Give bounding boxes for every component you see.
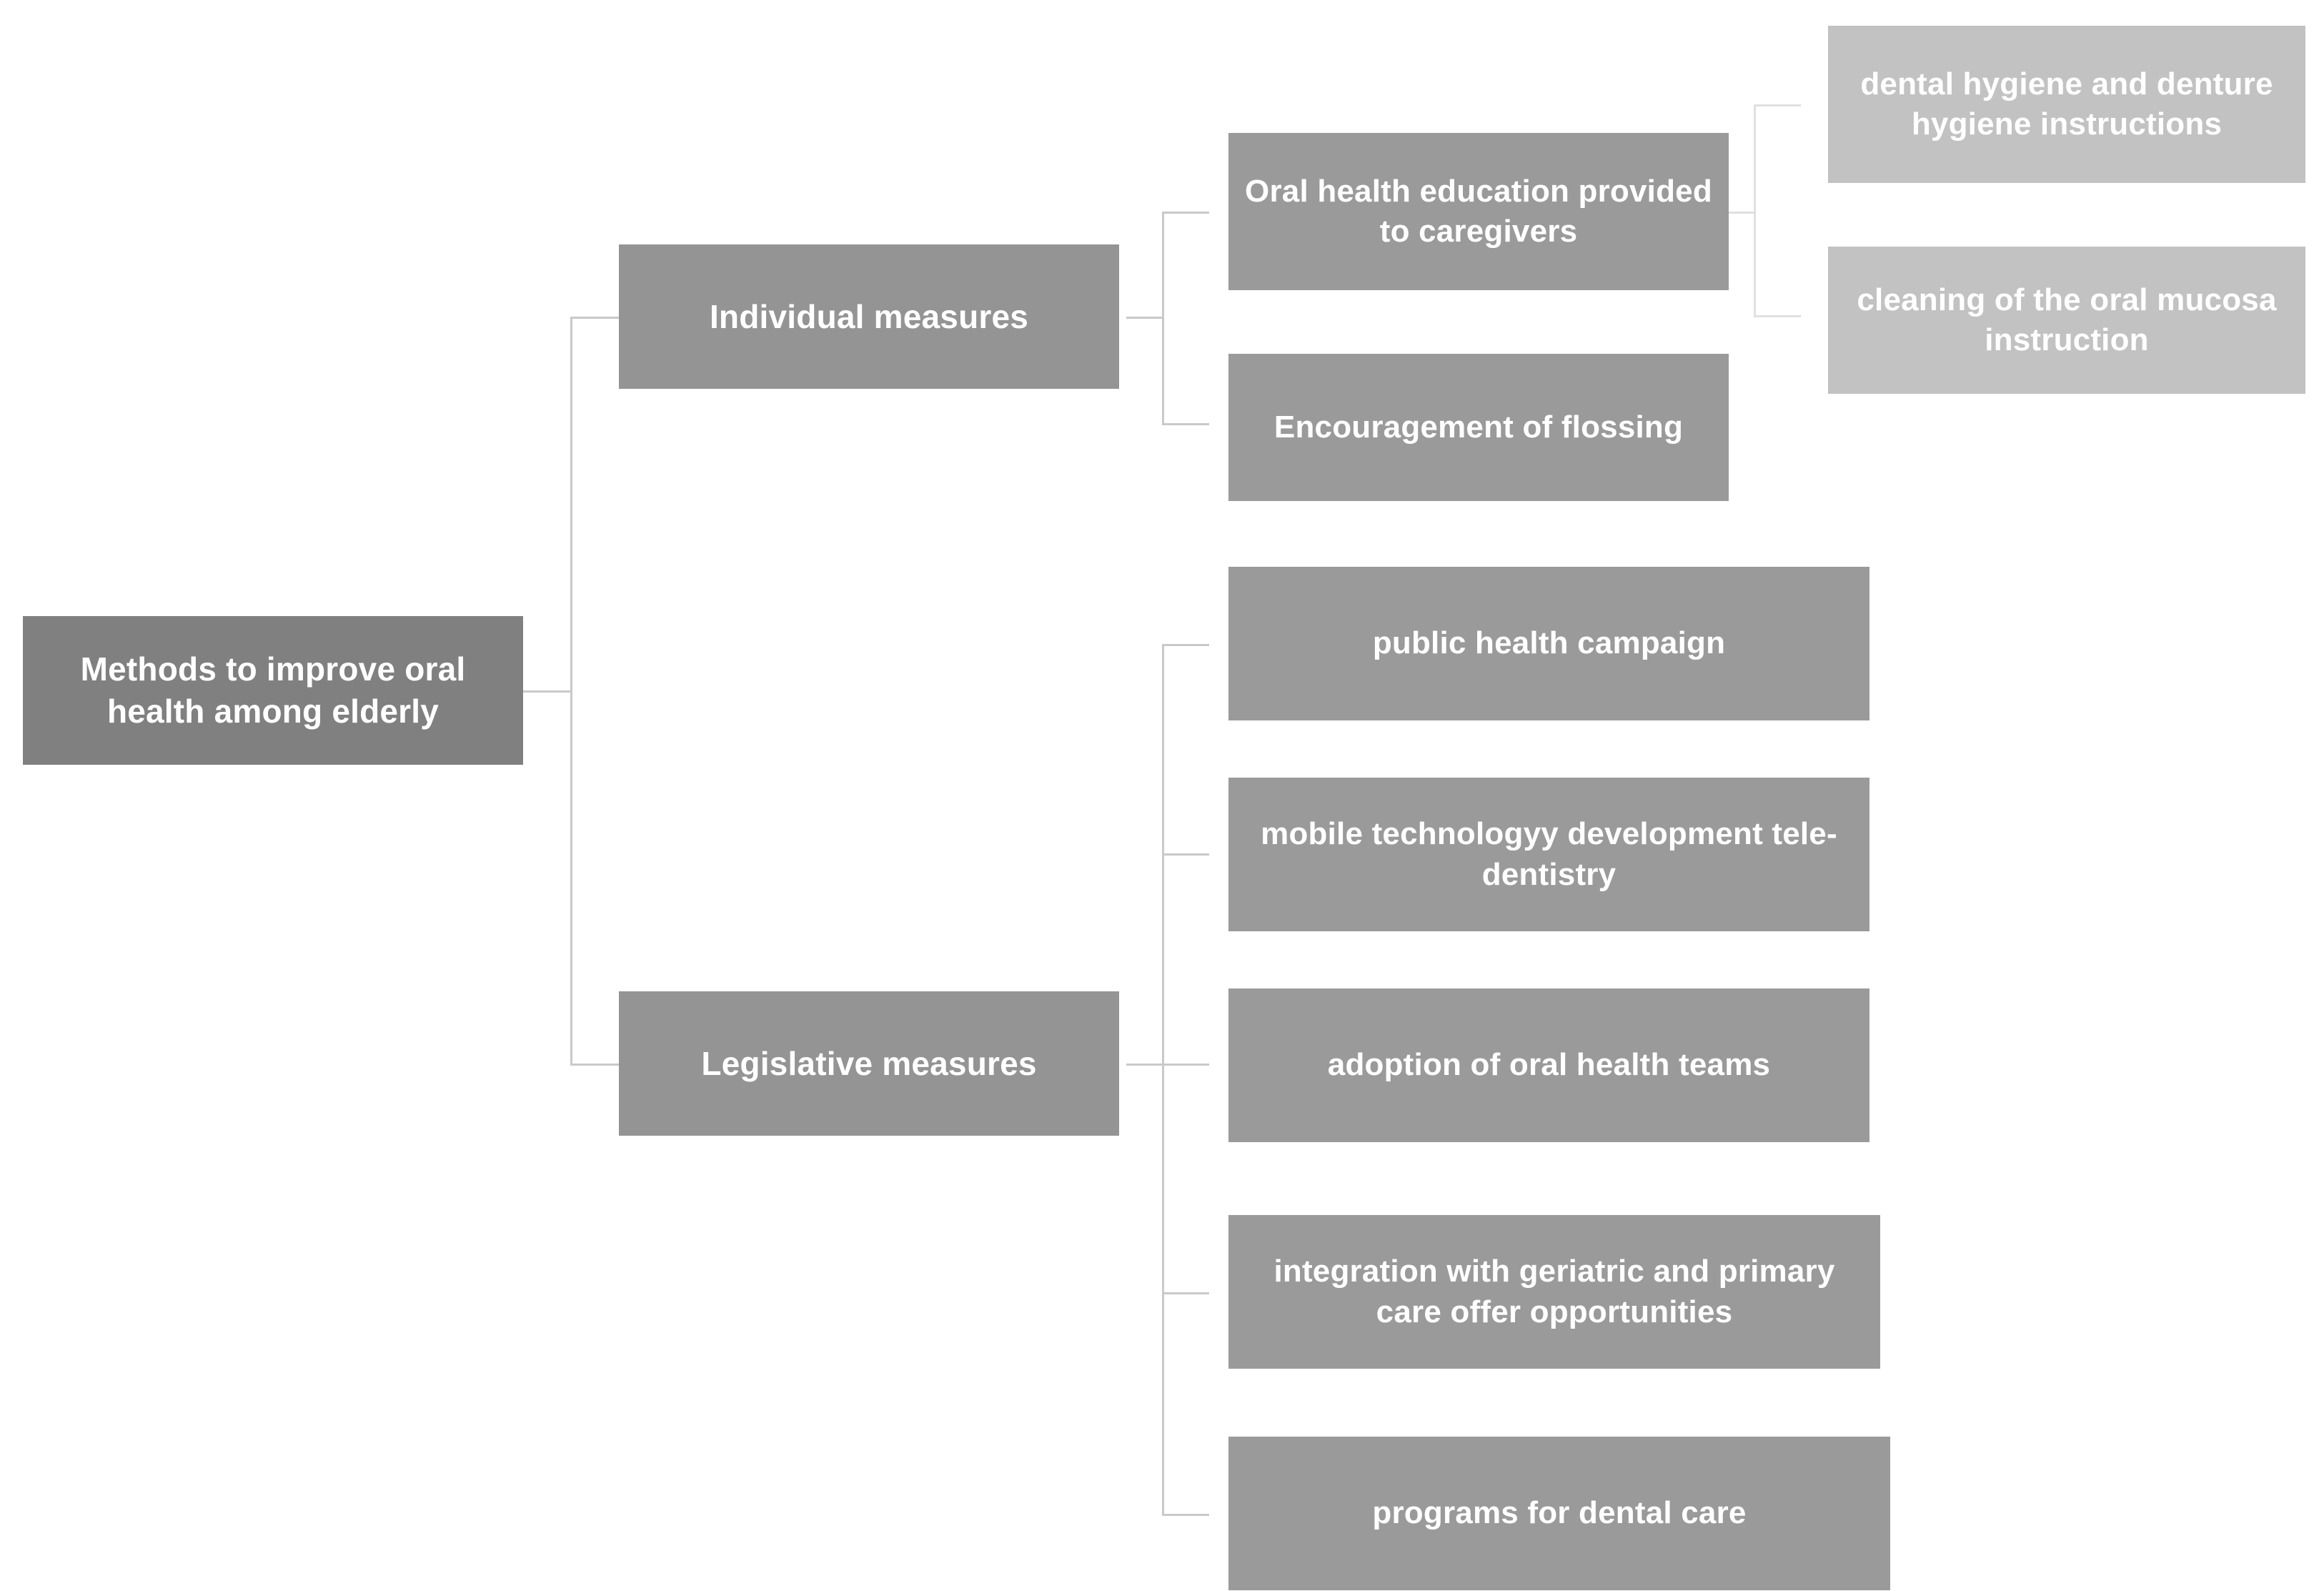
connector-education-to-mucosa (1754, 315, 1801, 317)
node-dental-hygiene-instructions-label: dental hygiene and denture hygiene instr… (1860, 66, 2273, 142)
node-adoption-oral-health-teams-label: adoption of oral health teams (1327, 1047, 1771, 1083)
connector-legislative-to-teams (1162, 1064, 1209, 1066)
connector-root-trunk (570, 317, 572, 1066)
connector-root-to-legislative (570, 1064, 619, 1066)
node-oral-mucosa-instruction-label: cleaning of the oral mucosa instruction (1857, 282, 2277, 357)
node-programs-dental-care[interactable]: programs for dental care (1228, 1437, 1890, 1590)
connector-individual-trunk (1162, 212, 1164, 425)
connector-legislative-to-mobile (1162, 853, 1209, 856)
node-programs-dental-care-label: programs for dental care (1372, 1495, 1747, 1531)
connector-legislative-to-campaign (1162, 644, 1209, 646)
node-integration-geriatric-primary-care-label: integration with geriatric and primary c… (1273, 1254, 1835, 1329)
connector-individual-to-flossing (1162, 423, 1209, 425)
node-dental-hygiene-instructions[interactable]: dental hygiene and denture hygiene instr… (1828, 26, 2305, 183)
node-adoption-oral-health-teams[interactable]: adoption of oral health teams (1228, 988, 1869, 1142)
node-mobile-technology-teledentistry[interactable]: mobile technologyy development tele-dent… (1228, 778, 1869, 931)
node-oral-mucosa-instruction[interactable]: cleaning of the oral mucosa instruction (1828, 247, 2305, 394)
node-public-health-campaign[interactable]: public health campaign (1228, 567, 1869, 720)
node-mobile-technology-teledentistry-label: mobile technologyy development tele-dent… (1261, 816, 1837, 892)
node-legislative-measures-label: Legislative measures (701, 1044, 1037, 1082)
node-encouragement-flossing-label: Encouragement of flossing (1273, 409, 1684, 445)
node-root[interactable]: Methods to improve oral health among eld… (23, 616, 523, 765)
node-encouragement-flossing[interactable]: Encouragement of flossing (1228, 354, 1729, 501)
connector-legislative-trunk (1162, 644, 1164, 1516)
node-oral-health-education-label: Oral health education provided to caregi… (1245, 173, 1712, 249)
node-individual-measures[interactable]: Individual measures (619, 244, 1119, 389)
connector-education-to-hygiene (1754, 104, 1801, 106)
node-oral-health-education[interactable]: Oral health education provided to caregi… (1228, 133, 1729, 290)
connector-legislative-to-programs (1162, 1514, 1209, 1516)
node-public-health-campaign-label: public health campaign (1372, 625, 1726, 661)
connector-individual-to-education (1162, 212, 1209, 214)
connector-education-trunk (1754, 104, 1756, 317)
connector-education-stub (1718, 212, 1755, 214)
node-legislative-measures[interactable]: Legislative measures (619, 991, 1119, 1136)
connector-individual-stub (1126, 317, 1163, 319)
connector-root-to-individual (570, 317, 619, 319)
connector-legislative-stub (1126, 1064, 1163, 1066)
connector-legislative-to-integration (1162, 1292, 1209, 1294)
connector-root-stub (523, 690, 572, 693)
node-individual-measures-label: Individual measures (709, 297, 1029, 335)
node-root-label: Methods to improve oral health among eld… (80, 650, 466, 730)
node-integration-geriatric-primary-care[interactable]: integration with geriatric and primary c… (1228, 1215, 1880, 1369)
